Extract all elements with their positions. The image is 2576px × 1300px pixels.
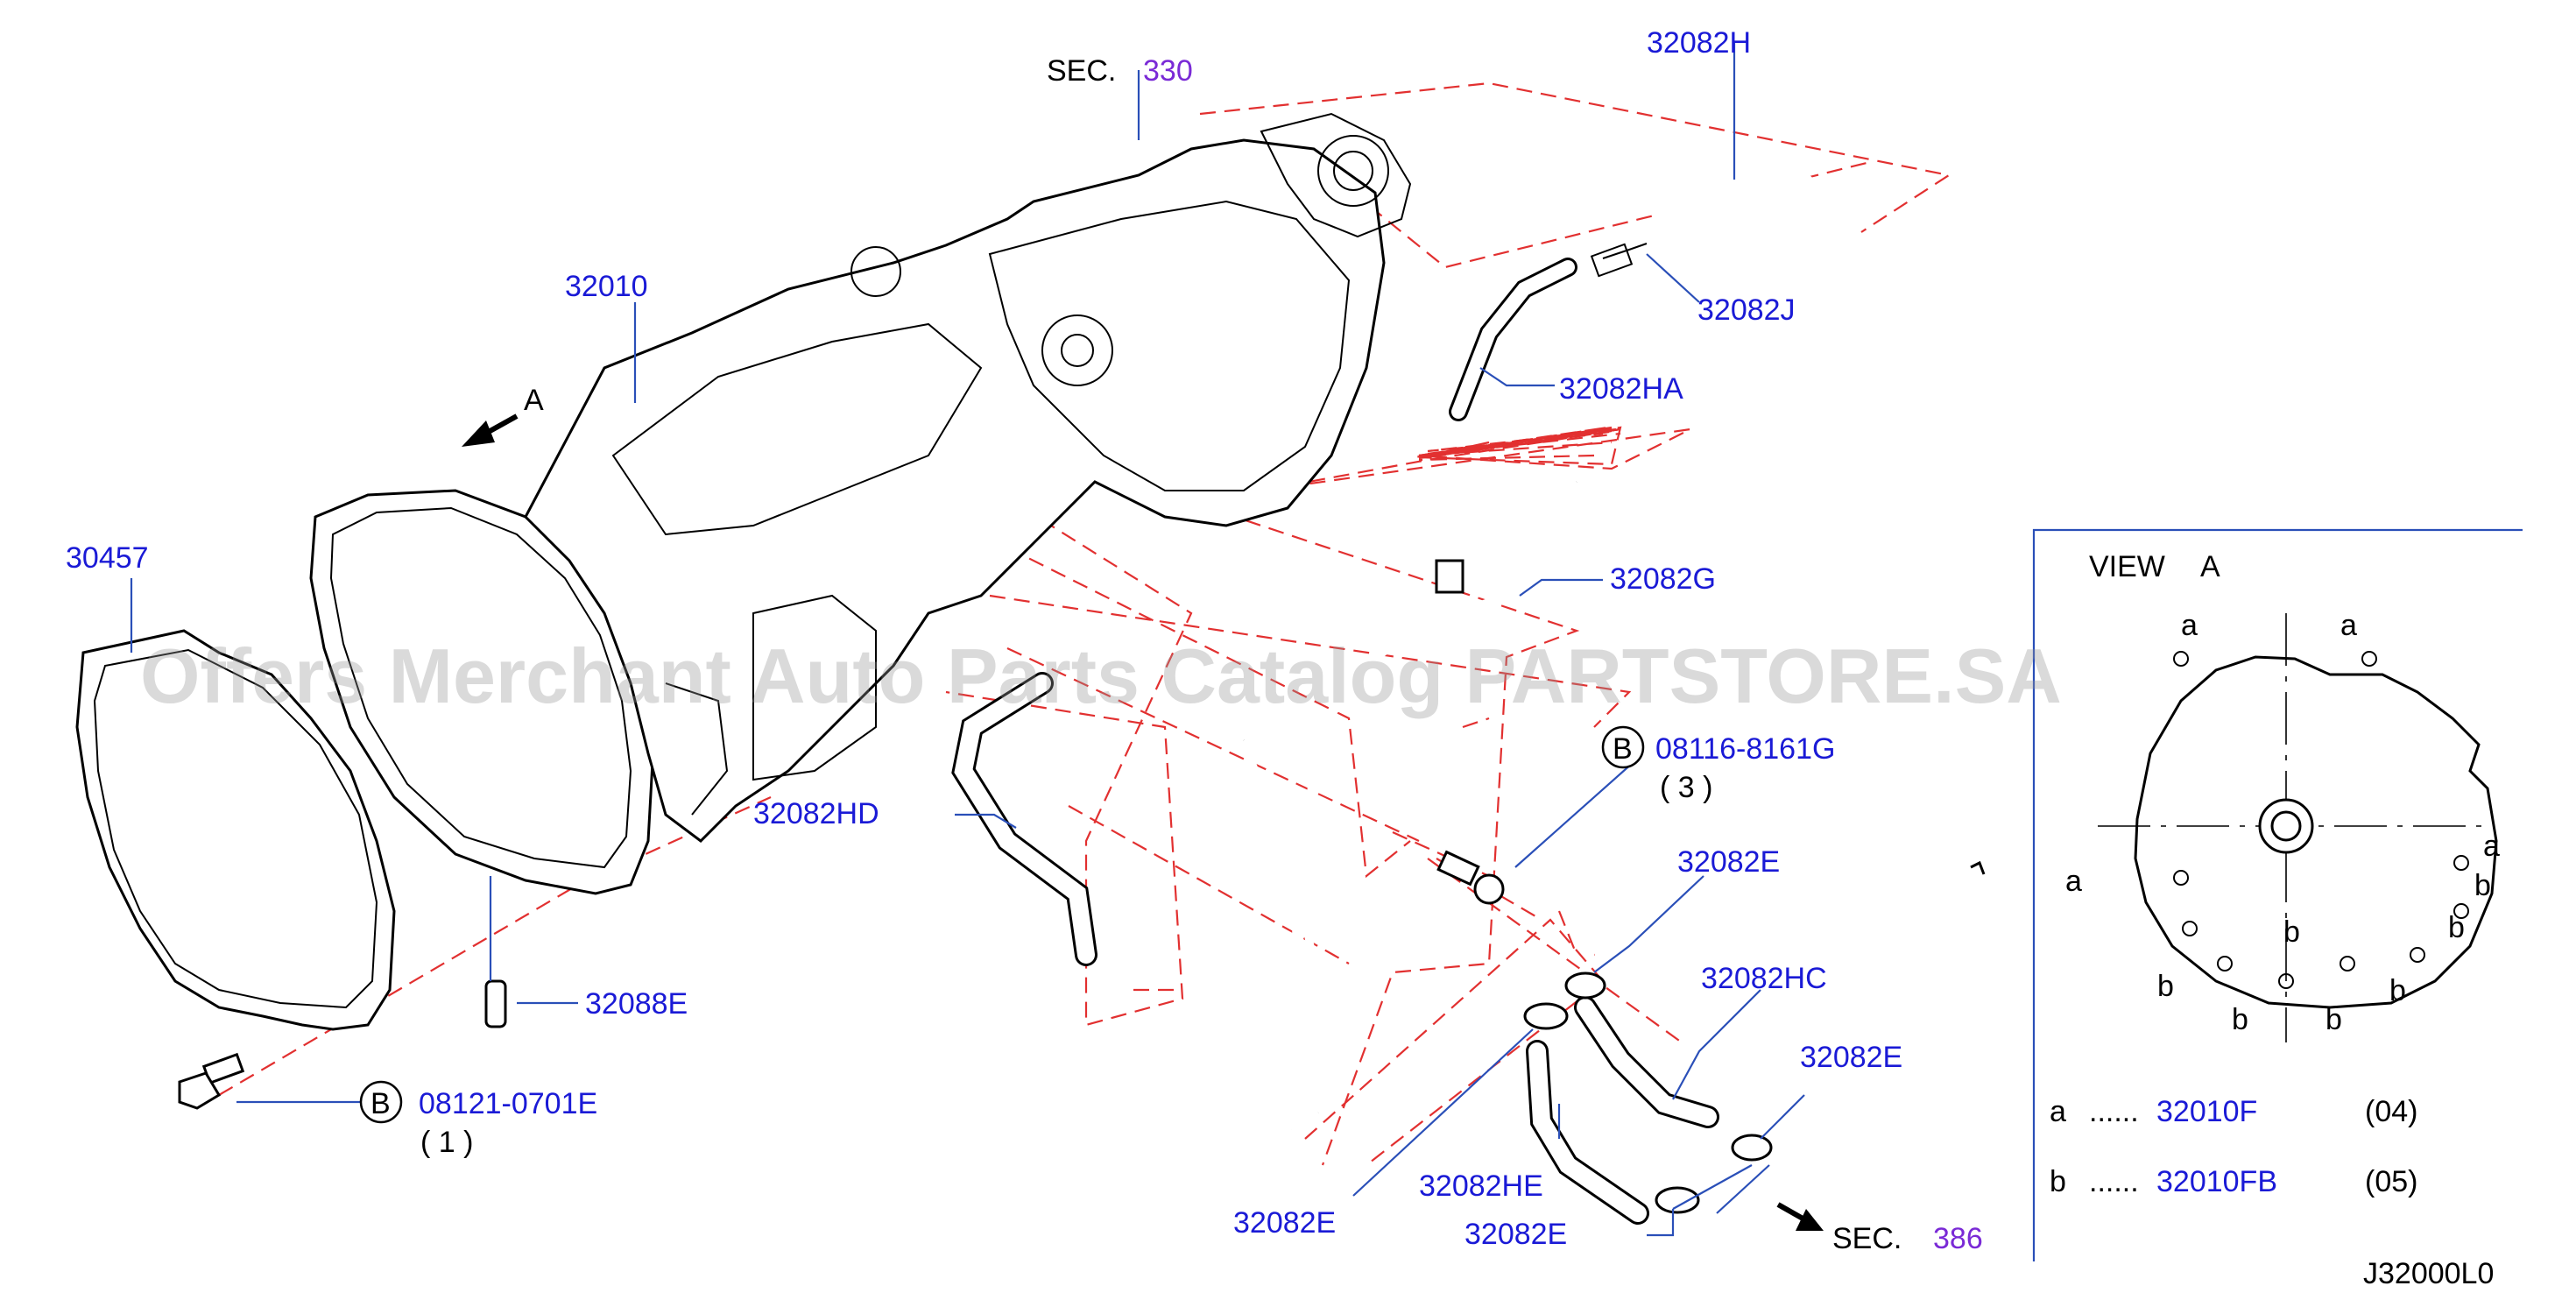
legend-part-32010f[interactable]: 32010F [2156,1095,2257,1128]
part-32082e-1[interactable]: 32082E [1677,845,1780,879]
mark-b: b [2283,915,2300,949]
part-08116-8161g[interactable]: 08116-8161G [1655,732,1835,766]
part-32082e-4[interactable]: 32082E [1464,1218,1567,1251]
part-32082j[interactable]: 32082J [1697,293,1796,327]
bolt2-qty: ( 1 ) [420,1126,473,1159]
part-32082ha[interactable]: 32082HA [1559,372,1683,406]
mark-b: b [2157,970,2174,1003]
sec-386-link[interactable]: 386 [1933,1222,1983,1255]
part-32082g[interactable]: 32082G [1610,562,1716,596]
part-32088e[interactable]: 32088E [585,987,688,1021]
watermark: Offers Merchant Auto Parts Catalog PARTS… [140,632,2062,719]
mark-b: b [2232,1003,2248,1036]
part-32082he[interactable]: 32082HE [1419,1169,1543,1203]
part-32082h[interactable]: 32082H [1647,26,1751,60]
mark-a: a [2065,865,2082,898]
view-a-title-word: VIEW [2089,550,2165,583]
legend-dots-b: ...... [2089,1165,2139,1198]
labels: SEC. 330 32082H 32082J 32082HA 32010 A 3… [66,26,2500,1290]
part-32082hc[interactable]: 32082HC [1701,962,1827,995]
legend-letter-b: b [2050,1165,2066,1198]
clip-32088e [484,979,507,1028]
mark-b: b [2389,974,2406,1007]
part-32010[interactable]: 32010 [565,270,648,303]
part-08121-0701e[interactable]: 08121-0701E [419,1087,597,1120]
sec-330-prefix: SEC. [1047,54,1116,88]
legend-part-32010fb[interactable]: 32010FB [2156,1165,2277,1198]
mark-a: a [2483,830,2500,863]
bolt2-circle [359,1080,403,1124]
sec-330-link[interactable]: 330 [1143,54,1193,88]
bolt2-circle-letter: B [371,1087,391,1120]
part-32082e-2[interactable]: 32082E [1800,1041,1902,1074]
bolt-08121-0701e [178,1052,245,1110]
mark-b: b [2448,911,2465,944]
legend-qty-a: (04) [2365,1095,2417,1128]
bolt1-circle-letter: B [1613,732,1633,766]
hoses-pipes [178,173,1986,1225]
transmission-assembly [309,112,1412,895]
mark-a: a [2181,609,2198,642]
sec-386-prefix: SEC. [1832,1222,1902,1255]
part-32082e-3[interactable]: 32082E [1233,1206,1336,1240]
leader-lines [130,42,1805,1237]
diagram-code: J32000L0 [2363,1257,2494,1290]
gasket-30457 [75,629,396,1031]
arrow-a-label: A [524,384,544,417]
mark-a: a [2340,609,2357,642]
mark-b: b [2474,869,2491,902]
mark-b: b [2325,1003,2342,1036]
legend-letter-a: a [2050,1095,2066,1128]
view-a-title-letter: A [2200,550,2220,583]
legend-qty-b: (05) [2365,1165,2417,1198]
phantom-lines [218,81,1951,1166]
part-32082hd[interactable]: 32082HD [753,797,879,830]
part-30457[interactable]: 30457 [66,541,149,575]
legend-dots-a: ...... [2089,1095,2139,1128]
bolt1-circle [1601,725,1645,769]
bolt1-qty: ( 3 ) [1660,771,1712,804]
direction-arrows [462,413,1824,1231]
bolt-08116-8161g [1436,850,1505,905]
view-a-panel [2032,528,2523,1261]
